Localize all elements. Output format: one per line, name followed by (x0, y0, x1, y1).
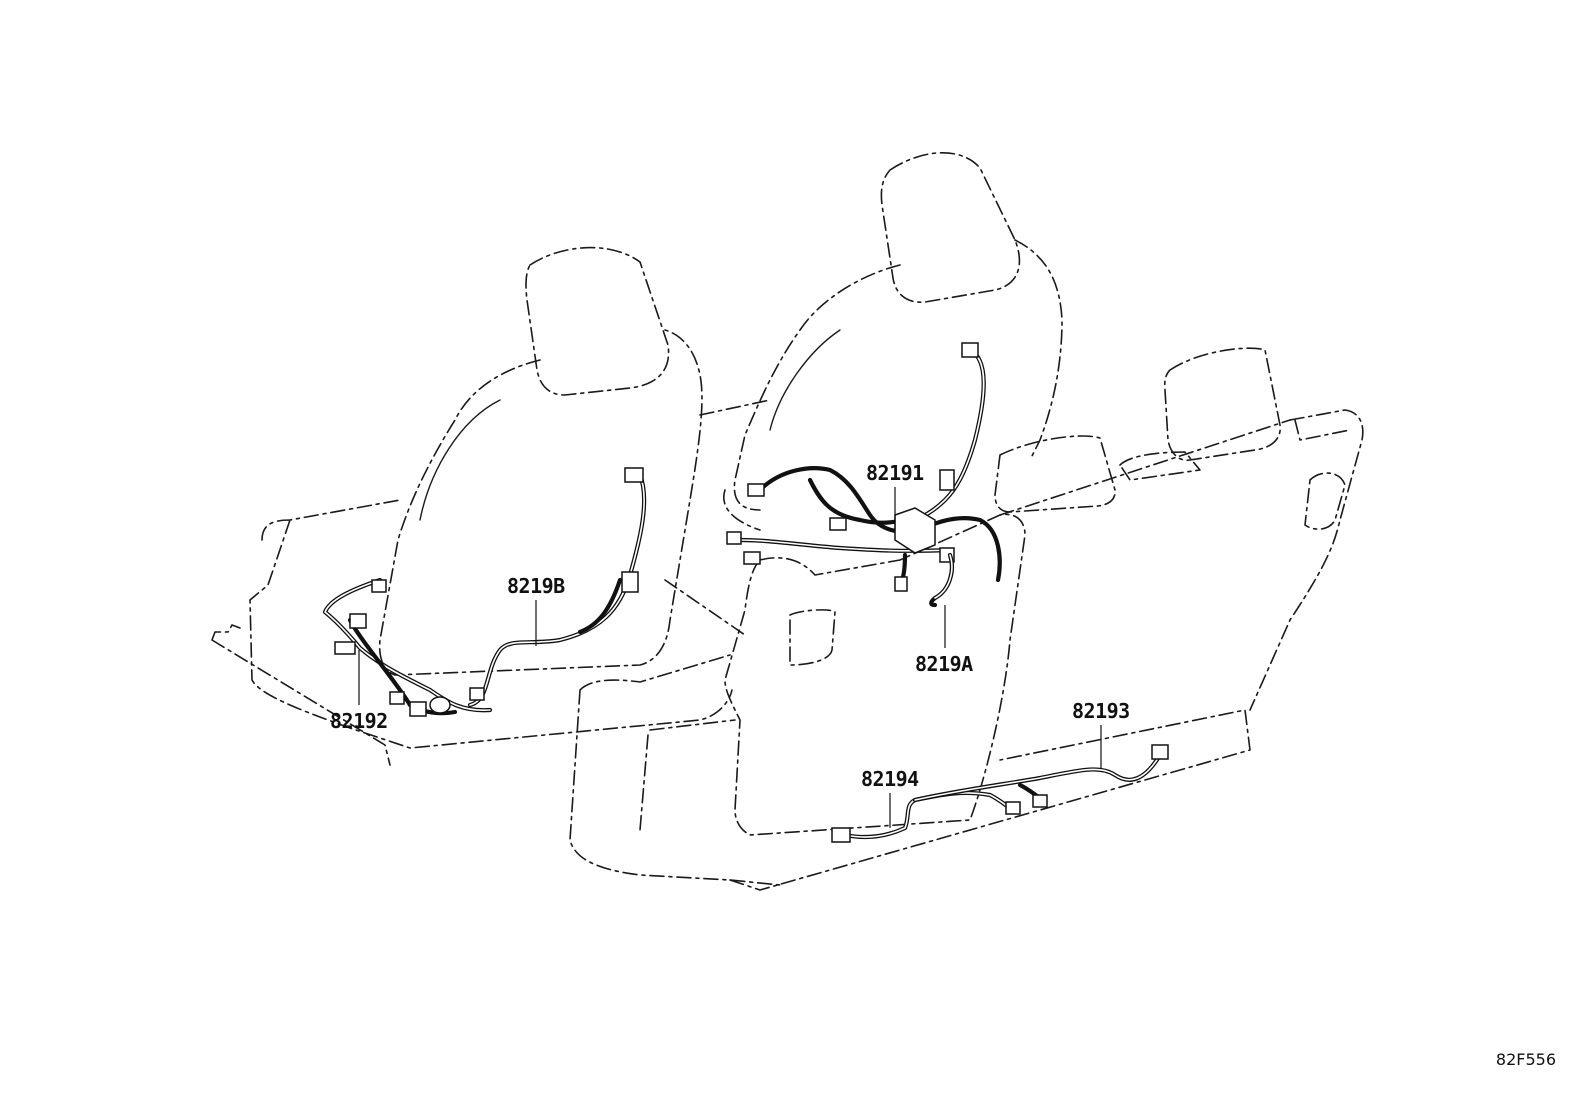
part-label-82194[interactable]: 82194 (861, 767, 920, 791)
connector-icon (1151, 744, 1169, 760)
connector-icon (894, 576, 908, 592)
left-front-seat (211, 246, 771, 766)
connector-icon (409, 701, 427, 717)
connector-icon (743, 551, 761, 565)
diagram-reference-code: 82F556 (1495, 1050, 1556, 1069)
connector-icon (469, 687, 485, 701)
part-label-82192[interactable]: 82192 (330, 709, 388, 733)
connector-icon (624, 467, 644, 483)
part-label-82193[interactable]: 82193 (1072, 699, 1130, 723)
part-label-8219B[interactable]: 8219B (507, 574, 566, 598)
connector-icon (747, 483, 765, 497)
connector-icon (1005, 801, 1021, 815)
rear-bench-seat (569, 347, 1364, 891)
connector-icon (939, 469, 955, 491)
part-label-8219A[interactable]: 8219A (915, 652, 974, 676)
connector-icon (829, 517, 847, 531)
leader-lines (358, 487, 1102, 828)
connector-icon (371, 579, 387, 593)
connector-icon (349, 613, 367, 629)
part-label-82191[interactable]: 82191 (866, 461, 925, 485)
connector-icon (389, 691, 405, 705)
harness-8219B (467, 467, 647, 708)
harness-8219A (929, 552, 954, 608)
connector-icon (726, 531, 742, 545)
harness-82192 (322, 577, 493, 717)
connector-icon (1032, 794, 1048, 808)
connector-icon (831, 827, 851, 843)
connector-icon (621, 571, 639, 593)
part-labels: 82191 8219B 8219A 82192 82193 82194 (330, 461, 1130, 791)
connector-icon (429, 696, 451, 714)
harness-82191 (726, 342, 1002, 592)
right-front-seat (723, 151, 1063, 531)
connector-icon (961, 342, 979, 358)
harness-82194 (831, 790, 1021, 843)
junction-block-icon (894, 507, 936, 554)
connector-icon (334, 641, 356, 655)
harness-82193 (912, 744, 1169, 808)
